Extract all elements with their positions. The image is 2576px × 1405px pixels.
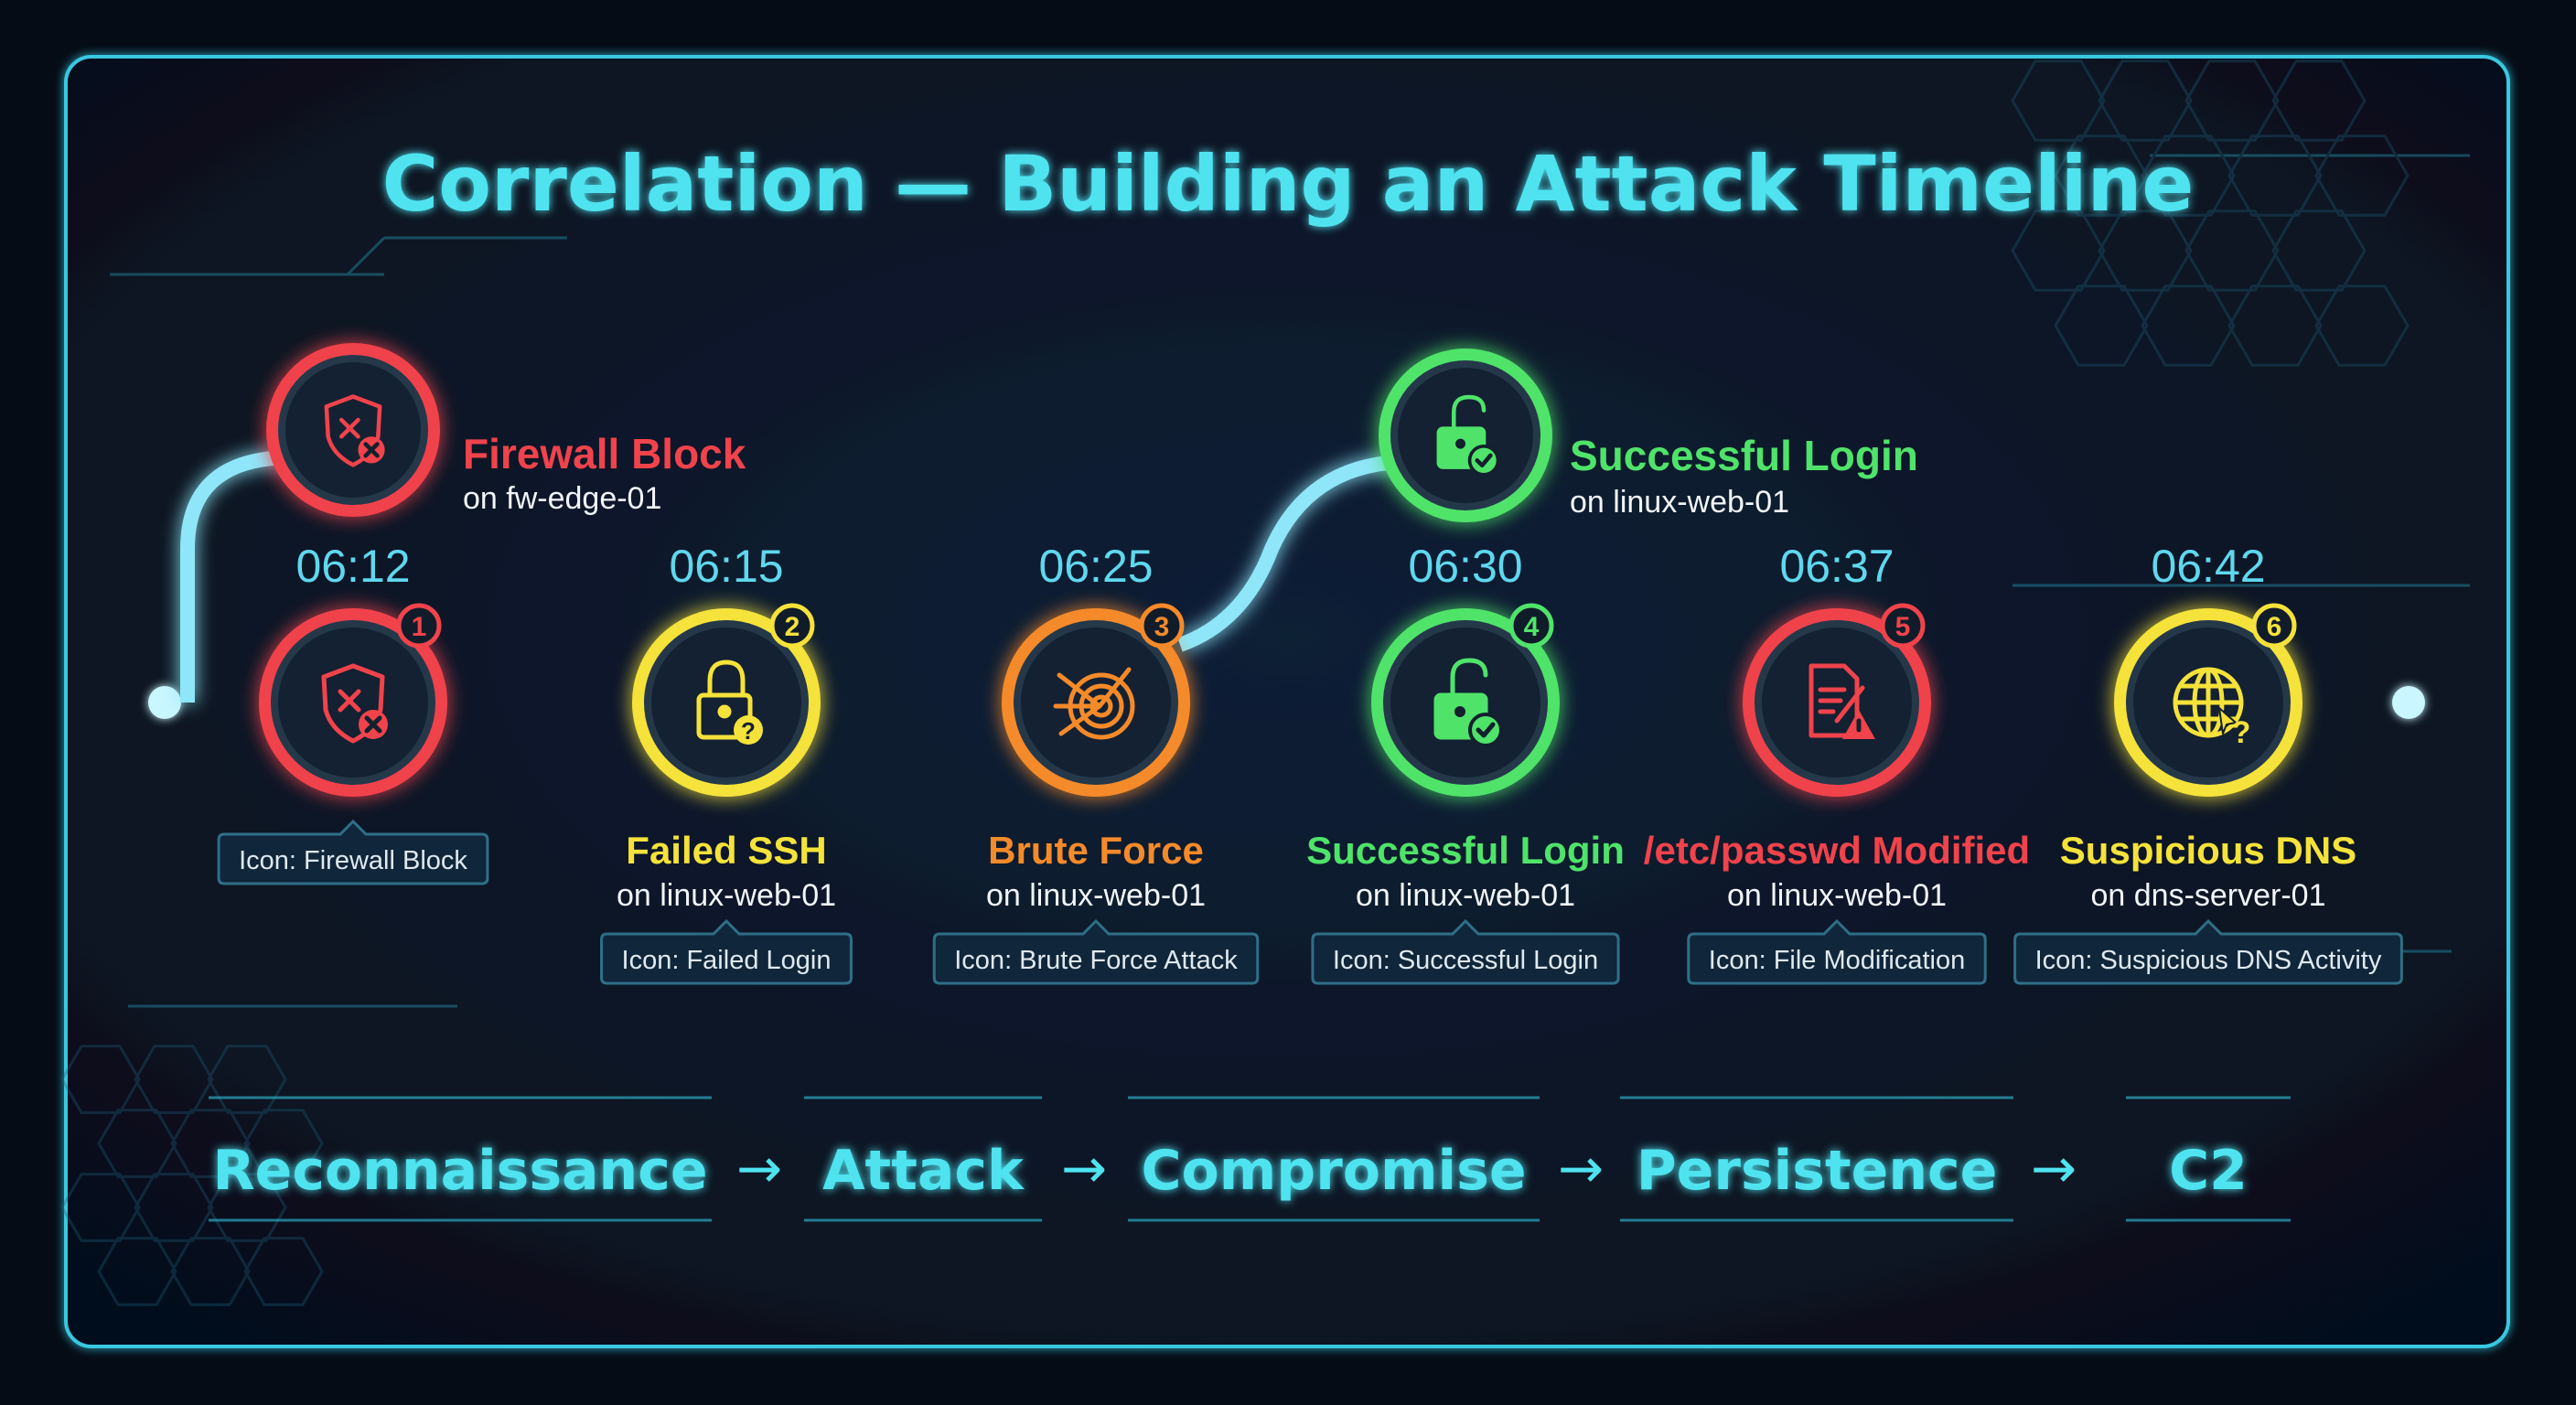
event-number: 5 bbox=[1895, 612, 1911, 642]
icon-tag-label: Icon: Brute Force Attack bbox=[954, 946, 1238, 975]
event-title: Suspicious DNS bbox=[2060, 829, 2356, 872]
phase-persistence: Persistence bbox=[1637, 1139, 1998, 1203]
event-node-3[interactable]: 3 bbox=[1002, 603, 1190, 797]
icon-tag: Icon: Successful Login bbox=[1311, 918, 1620, 985]
target-arrows-icon bbox=[1053, 667, 1135, 740]
event-time: 06:42 bbox=[2151, 541, 2265, 592]
icon-tag-label: Icon: Successful Login bbox=[1333, 946, 1598, 975]
event-number-badge bbox=[769, 603, 815, 649]
icon-tag-label: Icon: Firewall Block bbox=[239, 846, 467, 875]
shield-x-icon bbox=[324, 394, 385, 467]
file-edit-warning-icon bbox=[1809, 663, 1875, 739]
callout-node-2[interactable] bbox=[1379, 349, 1552, 522]
event-number: 6 bbox=[2267, 612, 2282, 642]
icon-tag-box bbox=[600, 918, 853, 985]
phase-decoration bbox=[2126, 1096, 2291, 1222]
svg-text:?: ? bbox=[741, 717, 756, 745]
svg-text:?: ? bbox=[2232, 715, 2251, 750]
icon-tag: Icon: File Modification bbox=[1687, 918, 1987, 985]
event-number-badge bbox=[1880, 603, 1926, 649]
unlock-check-icon bbox=[1436, 394, 1500, 477]
phase-decoration bbox=[209, 1096, 712, 1222]
event-host: on linux-web-01 bbox=[986, 878, 1206, 913]
callout-connector bbox=[1177, 455, 1401, 652]
phase-decoration bbox=[804, 1096, 1042, 1222]
icon-tag: Icon: Firewall Block bbox=[217, 819, 489, 885]
phase-flow: Reconnaissance → Attack → Compromise → Persist… bbox=[209, 1096, 2291, 1222]
icon-tag-box bbox=[1311, 918, 1620, 985]
event-host: on dns-server-01 bbox=[2090, 878, 2325, 913]
event-host: on linux-web-01 bbox=[617, 878, 836, 913]
event-node-2[interactable]: ?2 bbox=[632, 603, 821, 797]
event-host: on linux-web-01 bbox=[1356, 878, 1575, 913]
globe-question-icon: ? bbox=[2173, 667, 2251, 750]
icon-tag-box bbox=[932, 918, 1260, 985]
event-time: 06:12 bbox=[295, 541, 410, 592]
event-number: 3 bbox=[1154, 612, 1170, 642]
event-node-5[interactable]: 5 bbox=[1743, 603, 1931, 797]
icon-tag-label: Icon: Failed Login bbox=[622, 946, 832, 975]
icon-tag-box bbox=[1687, 918, 1987, 985]
unlock-check-icon bbox=[1433, 658, 1503, 747]
icon-tag-label: Icon: File Modification bbox=[1709, 946, 1965, 975]
phase-c2: C2 bbox=[2169, 1139, 2248, 1203]
event-number: 2 bbox=[785, 612, 800, 642]
icon-tag-label: Icon: Suspicious DNS Activity bbox=[2035, 946, 2382, 975]
event-time: 06:15 bbox=[669, 541, 783, 592]
icon-tag: Icon: Brute Force Attack bbox=[932, 918, 1260, 985]
event-title: Successful Login bbox=[1306, 829, 1625, 872]
icon-tag: Icon: Suspicious DNS Activity bbox=[2013, 918, 2403, 985]
event-time: 06:30 bbox=[1408, 541, 1522, 592]
callout-title: Firewall Block bbox=[463, 430, 746, 477]
callout-title: Successful Login bbox=[1570, 432, 1918, 479]
callout-host: on linux-web-01 bbox=[1570, 485, 1789, 520]
icon-tag-box bbox=[217, 819, 489, 885]
event-number-badge bbox=[2251, 603, 2297, 649]
timeline-end-dot bbox=[2392, 686, 2425, 719]
icon-tag: Icon: Failed Login bbox=[600, 918, 853, 985]
event-number-badge bbox=[1508, 603, 1554, 649]
lock-question-icon: ? bbox=[696, 660, 763, 745]
phase-reconnaissance: Reconnaissance bbox=[212, 1139, 707, 1203]
event-title: Brute Force bbox=[988, 829, 1204, 872]
event-node-4[interactable]: 4 bbox=[1371, 603, 1560, 797]
callout-connector bbox=[180, 450, 294, 702]
phase-compromise: Compromise bbox=[1141, 1139, 1526, 1203]
event-node-1[interactable]: 1 bbox=[259, 603, 447, 797]
event-number-badge bbox=[1139, 603, 1185, 649]
phase-arrow-icon: → bbox=[2031, 1137, 2077, 1201]
event-title: /etc/passwd Modified bbox=[1644, 829, 2030, 872]
timeline-start-dot bbox=[148, 686, 181, 719]
phase-decoration bbox=[1620, 1096, 2013, 1222]
event-time: 06:25 bbox=[1038, 541, 1153, 592]
event-number-badge bbox=[396, 603, 442, 649]
icon-tag-box bbox=[2013, 918, 2403, 985]
event-number: 1 bbox=[412, 612, 427, 642]
page-title: Correlation — Building an Attack Timelin… bbox=[382, 139, 2195, 229]
event-node-6[interactable]: ?6 bbox=[2114, 603, 2302, 797]
phase-arrow-icon: → bbox=[1558, 1137, 1604, 1201]
shield-x-icon bbox=[321, 663, 388, 744]
phase-attack: Attack bbox=[822, 1139, 1025, 1203]
event-number: 4 bbox=[1524, 612, 1540, 642]
phase-decoration bbox=[1128, 1096, 1540, 1222]
phase-arrow-icon: → bbox=[736, 1137, 782, 1201]
phase-arrow-icon: → bbox=[1061, 1137, 1107, 1201]
event-time: 06:37 bbox=[1779, 541, 1894, 592]
event-host: on linux-web-01 bbox=[1727, 878, 1947, 913]
callout-host: on fw-edge-01 bbox=[463, 481, 661, 516]
event-title: Failed SSH bbox=[626, 829, 826, 872]
callout-node-1[interactable] bbox=[266, 343, 440, 517]
